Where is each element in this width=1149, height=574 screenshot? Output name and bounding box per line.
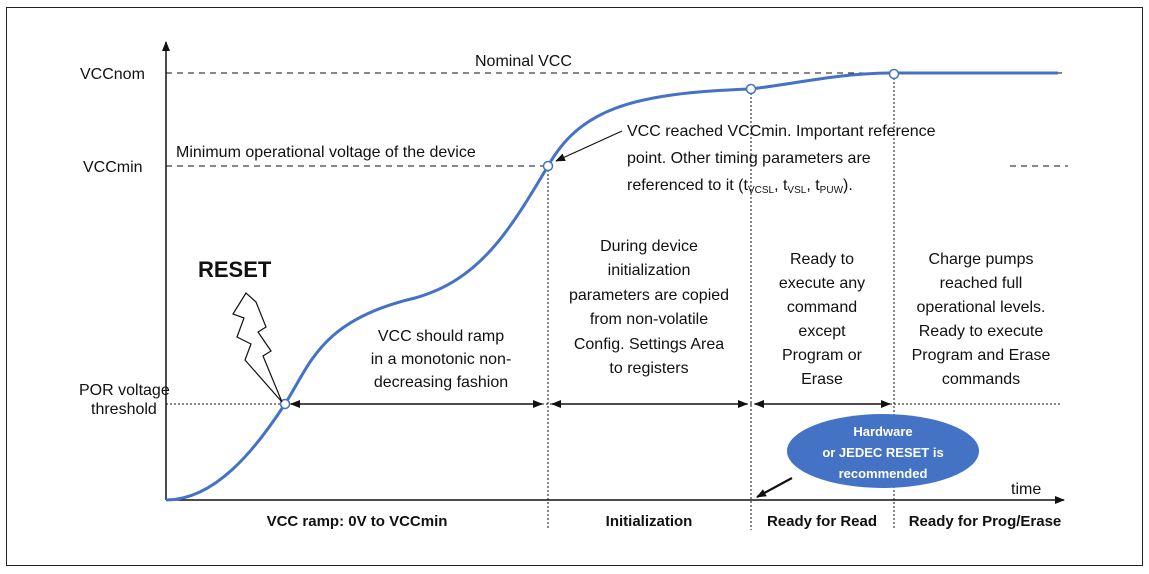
reset-label: RESET <box>198 257 272 282</box>
ramp-desc-line: in a monotonic non- <box>371 351 512 368</box>
ready-read-desc-line: Ready to <box>790 251 854 268</box>
ready-read-desc-line: Erase <box>801 371 843 388</box>
nominal-vcc-label: Nominal VCC <box>475 53 572 70</box>
vccmin-annotation-line1: VCC reached VCCmin. Important reference <box>627 123 936 140</box>
ramp-desc-line: VCC should ramp <box>378 328 504 345</box>
init-desc-line: parameters are copied <box>569 287 729 304</box>
phase-label-ramp: VCC ramp: 0V to VCCmin <box>267 513 448 530</box>
phase-labels: VCC ramp: 0V to VCCmin Initialization Re… <box>267 513 1062 530</box>
init-description: During device initialization parameters … <box>569 238 729 377</box>
por-label-line2: threshold <box>91 401 157 418</box>
minimum-operational-label: Minimum operational voltage of the devic… <box>176 144 476 161</box>
init-desc-line: from non-volatile <box>590 311 708 328</box>
init-desc-line: to registers <box>609 360 688 377</box>
bubble-line: or JEDEC RESET is <box>822 445 943 460</box>
ready-prog-description: Charge pumps reached full operational le… <box>912 251 1051 388</box>
ready-prog-desc-line: commands <box>942 371 1020 388</box>
ready-prog-desc-line: Charge pumps <box>929 251 1034 268</box>
bubble-line: Hardware <box>853 424 912 439</box>
vccmin-label: VCCmin <box>83 159 143 176</box>
ready-read-desc-line: execute any <box>779 275 865 292</box>
bubble-pointer-arrow <box>756 477 793 498</box>
por-point-marker <box>279 398 291 410</box>
phase-label-init: Initialization <box>606 513 693 530</box>
vccmin-annotation-line3: referenced to it (tVCSL, tVSL, tPUW). <box>627 177 853 196</box>
lightning-bolt-icon <box>232 292 283 403</box>
ready-read-point-marker <box>745 83 757 95</box>
x-axis-label: time <box>1011 481 1041 498</box>
vccnom-label: VCCnom <box>80 66 145 83</box>
bubble-line: recommended <box>839 466 928 481</box>
ready-prog-desc-line: operational levels. <box>917 299 1046 316</box>
init-desc-line: During device <box>600 238 698 255</box>
init-desc-line: initialization <box>608 262 691 279</box>
hardware-reset-bubble <box>787 414 979 488</box>
ready-prog-desc-line: Ready to execute <box>919 323 1044 340</box>
ready-prog-desc-line: reached full <box>940 275 1023 292</box>
ready-read-desc-line: except <box>798 323 846 340</box>
ready-read-description: Ready to execute any command except Prog… <box>779 251 865 388</box>
ramp-description: VCC should ramp in a monotonic non- decr… <box>371 328 512 391</box>
ready-read-desc-line: Program or <box>782 347 863 364</box>
phase-label-ready-read: Ready for Read <box>767 513 877 530</box>
vccmin-annotation-arrow <box>555 130 623 162</box>
init-desc-line: Config. Settings Area <box>574 336 724 353</box>
ready-read-desc-line: command <box>787 299 857 316</box>
vccmin-point-marker <box>542 160 554 172</box>
ready-prog-point-marker <box>888 68 900 80</box>
bubble-text: Hardware or JEDEC RESET is recommended <box>822 424 943 481</box>
phase-label-ready-prog: Ready for Prog/Erase <box>909 513 1062 530</box>
ready-prog-desc-line: Program and Erase <box>912 347 1051 364</box>
vccmin-annotation-line2: point. Other timing parameters are <box>627 150 871 167</box>
por-label-line1: POR voltage <box>79 382 170 399</box>
ramp-desc-line: decreasing fashion <box>374 374 508 391</box>
